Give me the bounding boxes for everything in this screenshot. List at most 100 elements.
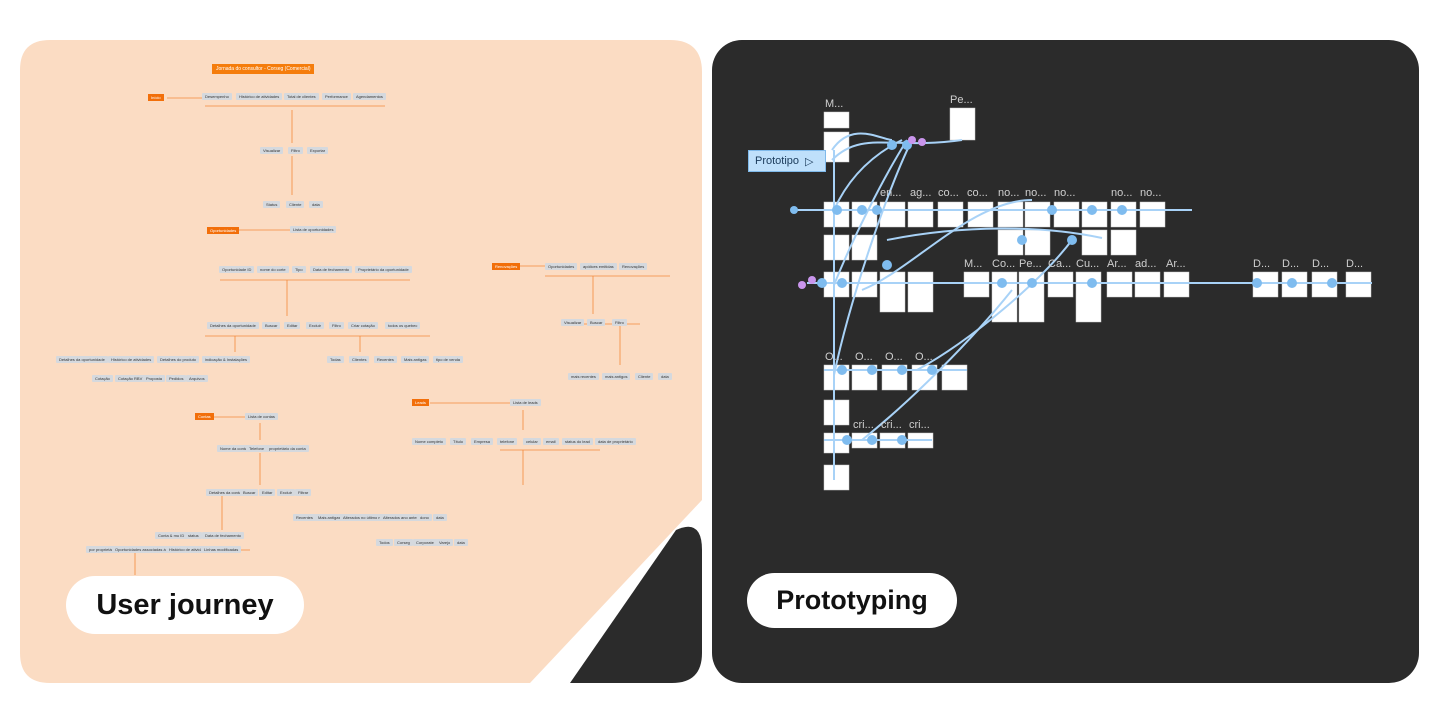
- journey-node: tipo de venda: [433, 356, 464, 363]
- journey-node: Total de clientes: [284, 93, 319, 100]
- journey-node: Alterados no último mês: [340, 514, 389, 521]
- journey-node: Lista de contas: [245, 413, 278, 420]
- leads-root-node: Leads: [412, 399, 429, 406]
- journey-node: Filtrar: [295, 489, 312, 496]
- journey-node: Corporate: [413, 539, 437, 546]
- journey-node: Editar: [284, 322, 301, 329]
- journey-node: Visualizar: [561, 319, 585, 326]
- journey-node: Cliente: [635, 373, 654, 380]
- frame-label: Ar...: [1107, 258, 1127, 270]
- journey-node: nome do corte: [257, 266, 289, 273]
- frame-label: no...: [1054, 187, 1076, 199]
- journey-node: Pedidos: [166, 375, 187, 382]
- frame-label: no...: [1025, 187, 1047, 199]
- journey-node: Corseg: [394, 539, 413, 546]
- frame-label: M...: [964, 258, 983, 270]
- journey-node: Filtro: [612, 319, 627, 326]
- frame-label: co...: [967, 187, 988, 199]
- renewals-root-node: Renovações: [492, 263, 521, 270]
- journey-node: Detalhes do produto: [157, 356, 200, 363]
- journey-node: por proprietário: [86, 546, 120, 553]
- journey-node: Buscar: [240, 489, 259, 496]
- journey-node: telefone: [497, 438, 518, 445]
- journey-node: Excluir: [277, 489, 296, 496]
- journey-node: Exportar: [307, 147, 329, 154]
- frame-label: no...: [998, 187, 1020, 199]
- journey-node: mais recentes: [568, 373, 599, 380]
- user-journey-panel: Jornada do consultor - Corseg (Comercial…: [20, 40, 702, 683]
- journey-title: Jornada do consultor - Corseg (Comercial…: [212, 64, 315, 74]
- opp-root-node: Oportunidades: [207, 227, 240, 234]
- journey-node: Arquivos: [186, 375, 208, 382]
- journey-node: Todas: [327, 356, 344, 363]
- frame-label: no...: [1140, 187, 1162, 199]
- journey-node: Mais antigas: [401, 356, 430, 363]
- journey-node: Filtro: [329, 322, 344, 329]
- journey-node: Histórico de atividades: [236, 93, 283, 100]
- frame-label: M...: [825, 98, 844, 110]
- journey-node: data: [658, 373, 672, 380]
- frame-label: D...: [1253, 258, 1271, 270]
- journey-node: todos os quebec: [385, 322, 421, 329]
- frame-label: Pe...: [1019, 258, 1042, 270]
- frame-label: D...: [1312, 258, 1330, 270]
- play-icon: ▷: [805, 155, 814, 168]
- journey-node: Oportunidades: [545, 263, 578, 270]
- journey-node: Lista de leads: [510, 399, 541, 406]
- journey-node: Data de fechamento: [202, 532, 245, 539]
- journey-node: Renovações: [619, 263, 648, 270]
- journey-node: Buscar: [587, 319, 606, 326]
- user-journey-label: User journey: [66, 576, 304, 634]
- journey-node: Proprietário da oportunidade: [355, 266, 412, 273]
- journey-node: Varejo: [436, 539, 454, 546]
- prototype-badge-label: Prototipo: [755, 155, 800, 167]
- journey-node: Todos: [376, 539, 393, 546]
- prototype-start-badge[interactable]: Prototipo ▷: [748, 150, 826, 172]
- journey-node: mais antigos: [602, 373, 631, 380]
- contas-root-node: Contas: [195, 413, 214, 420]
- journey-node: Excluir: [306, 322, 325, 329]
- journey-node: Editar: [259, 489, 276, 496]
- journey-node: Detalhes da oportunidade: [56, 356, 108, 363]
- journey-node: Oportunidades associadas à conta: [112, 546, 180, 553]
- frame-label: Co...: [992, 258, 1016, 270]
- journey-node: Desempenho: [202, 93, 232, 100]
- journey-node: Mais antigas: [315, 514, 344, 521]
- frame-label: Cu...: [1076, 258, 1100, 270]
- journey-node: Detalhes da oportunidade: [207, 322, 259, 329]
- journey-node: Cliente: [286, 201, 305, 208]
- journey-node: Empresa: [471, 438, 494, 445]
- journey-node: Data de fechamento: [310, 266, 353, 273]
- journey-node: dono: [417, 514, 432, 521]
- frame-label: ad...: [1135, 258, 1157, 270]
- frame-label: cri...: [881, 419, 902, 431]
- journey-node: celular: [523, 438, 541, 445]
- journey-node: Histórico de atividades: [166, 546, 213, 553]
- journey-node: Agendamentos: [353, 93, 386, 100]
- prototyping-label: Prototyping: [747, 573, 957, 628]
- frame-label: O...: [825, 351, 843, 363]
- frame-label: O...: [855, 351, 873, 363]
- journey-node: Nome completo: [412, 438, 447, 445]
- journey-node: Proposta: [143, 375, 166, 382]
- journey-node: Clientes: [349, 356, 370, 363]
- journey-node: Telefone: [246, 445, 268, 452]
- journey-node: Linhas modificadas: [201, 546, 242, 553]
- journey-node: Oportunidade ID: [219, 266, 255, 273]
- journey-node: Alterados ano anterior: [380, 514, 426, 521]
- journey-node: Visualizar: [260, 147, 284, 154]
- prototype-flow-canvas: [790, 107, 1372, 491]
- home-root-node: Início: [148, 94, 164, 101]
- frame-label: O...: [915, 351, 933, 363]
- journey-node: apólices emitidas: [580, 263, 617, 270]
- journey-node: data: [433, 514, 447, 521]
- journey-node: status: [185, 532, 202, 539]
- frame-label: ag...: [910, 187, 932, 199]
- journey-node: Tipo: [292, 266, 306, 273]
- frame-label: D...: [1346, 258, 1364, 270]
- frame-label: co...: [938, 187, 959, 199]
- frame-label: Pe...: [950, 94, 973, 106]
- journey-node: email: [543, 438, 559, 445]
- journey-node: Conta & mu ID: [155, 532, 188, 539]
- journey-node: indicação & Instalações: [202, 356, 251, 363]
